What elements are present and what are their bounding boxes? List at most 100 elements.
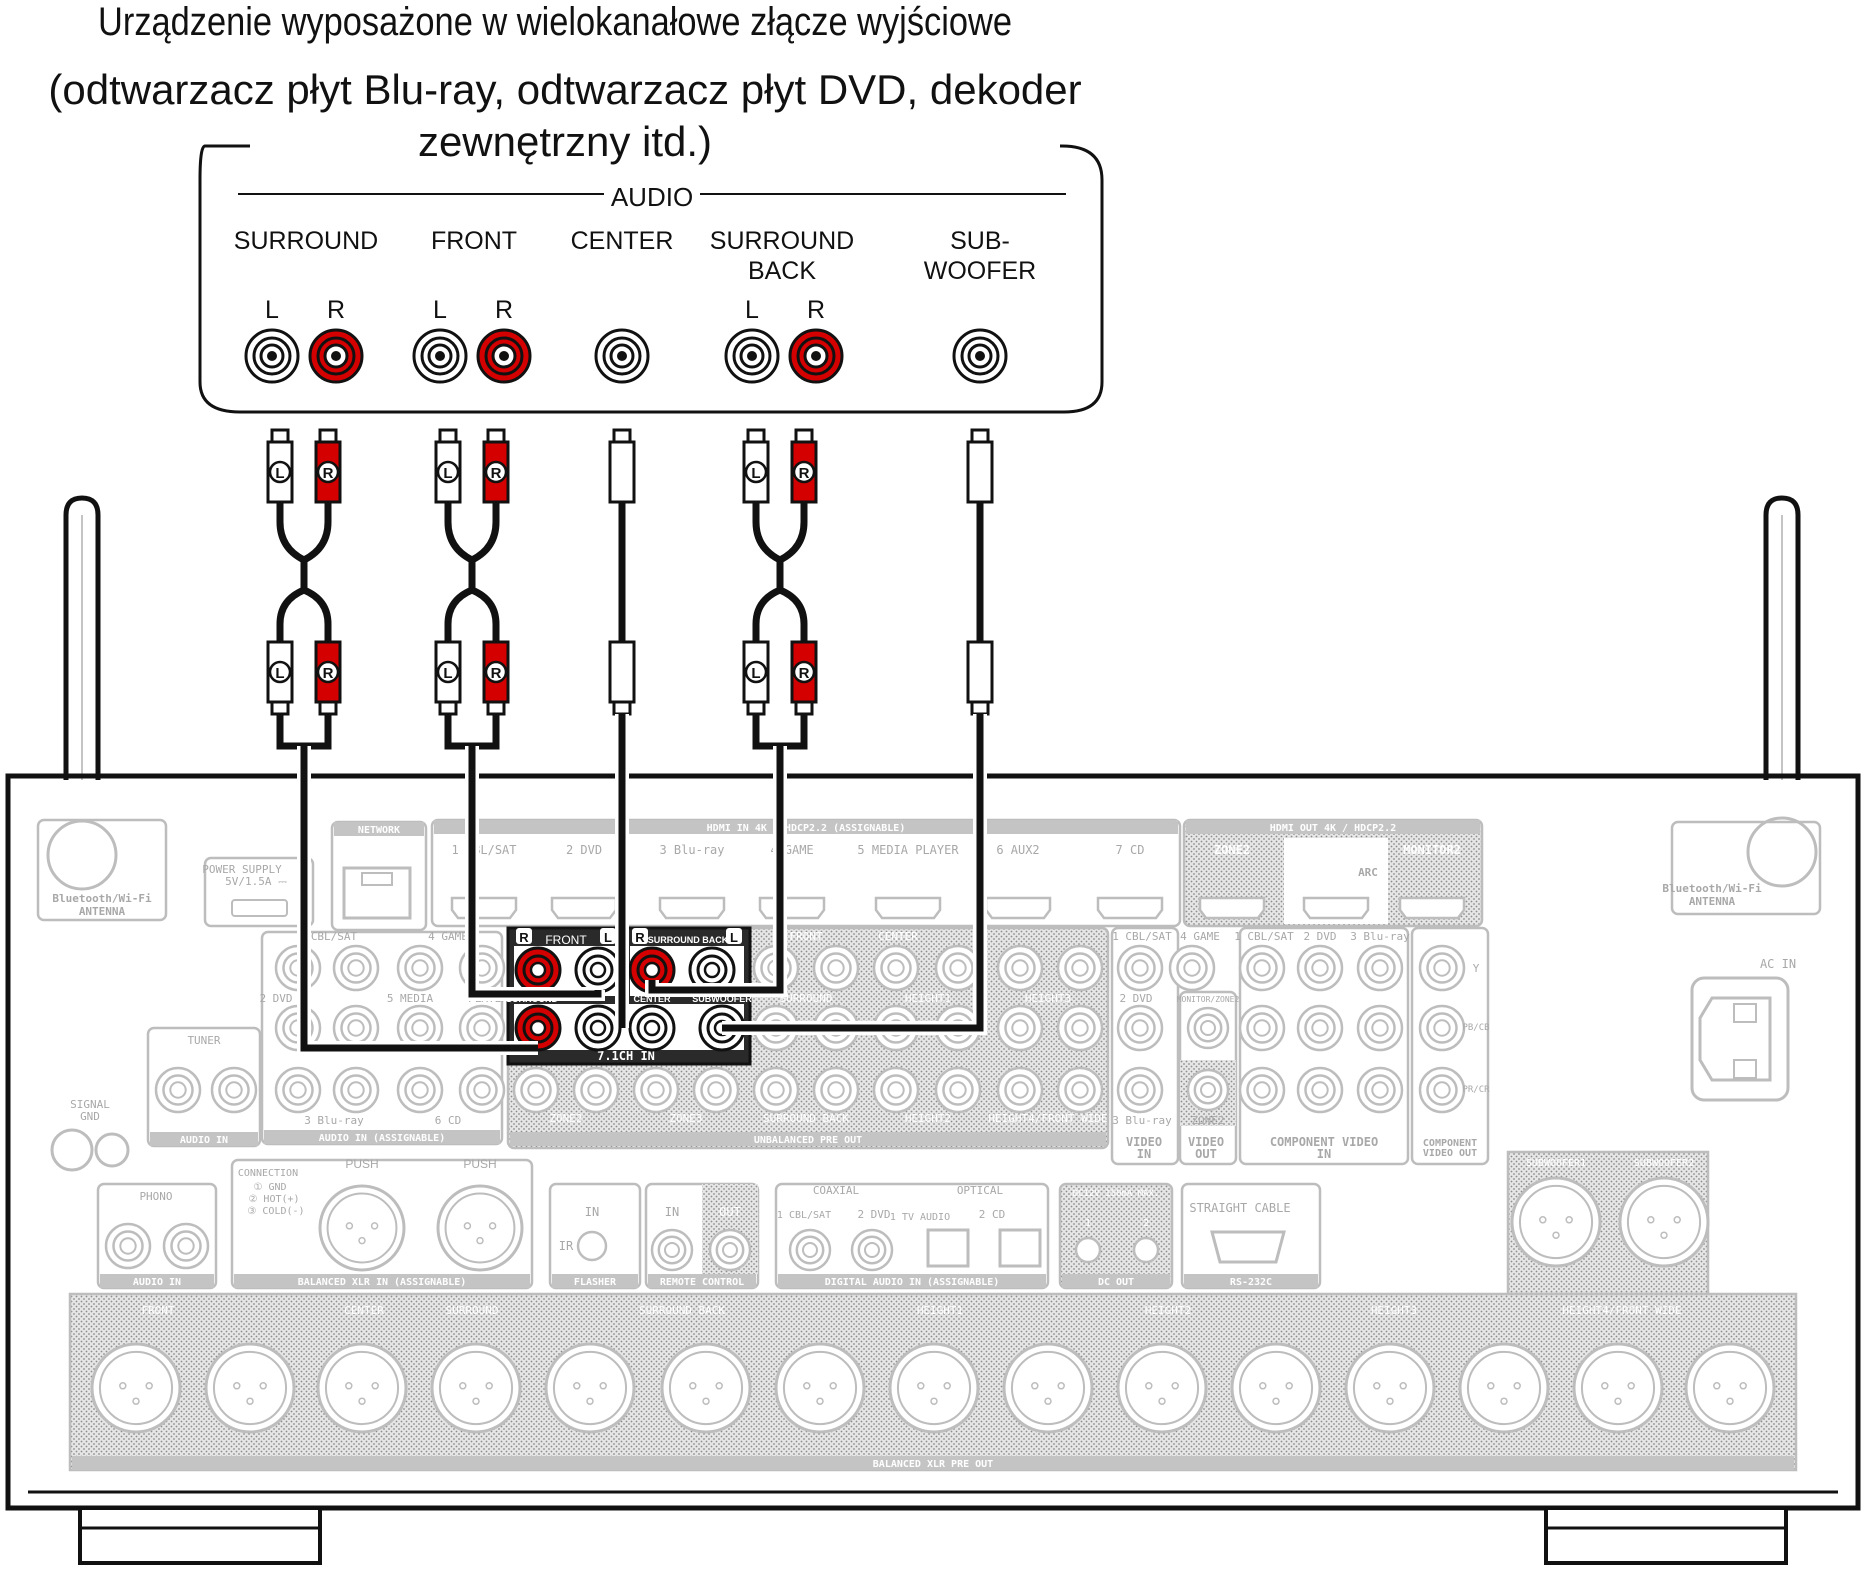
source-box-outline <box>198 144 1104 414</box>
component-label: 1 CBL/SAT <box>1234 930 1294 943</box>
rs232c-cable-label: STRAIGHT CABLE <box>1189 1201 1290 1215</box>
source-jack-letter: R <box>327 296 345 324</box>
jack-inner <box>1200 1082 1216 1098</box>
rca-plug-tip <box>612 428 632 444</box>
audio-in-jack-label: 3 Blu-ray <box>304 1114 364 1127</box>
jack-inner <box>864 1242 880 1258</box>
hdmi-port <box>550 896 618 920</box>
rca-jack-ring <box>960 336 1000 376</box>
multi-center-label: CENTER <box>633 994 671 1004</box>
arc-label: ARC <box>1358 866 1378 879</box>
jack-ring <box>1124 1012 1156 1044</box>
plug-letter: L <box>443 665 452 682</box>
video-label: 1 CBL/SAT <box>1112 930 1172 943</box>
xlr-ring <box>1580 1350 1656 1426</box>
pre-out-jack-label: HEIGHT2 <box>905 1112 951 1125</box>
jack-ring <box>700 1074 732 1106</box>
cable-lead <box>276 714 332 750</box>
remote-control-label: REMOTE CONTROL <box>660 1277 744 1288</box>
jack-ring <box>404 1074 436 1106</box>
jack-ring <box>466 1074 498 1106</box>
xlr-ring <box>212 1350 288 1426</box>
pre-out-jack-label: CENTER <box>878 930 918 943</box>
hdmi-in-port-label: 7 CD <box>1116 843 1145 857</box>
xlr-pin <box>132 1397 140 1405</box>
rca-jack-pin <box>747 351 757 361</box>
hdmi-port <box>1198 896 1266 920</box>
rl-tag <box>726 928 742 944</box>
plug-letter-bg <box>268 660 292 684</box>
plug-letter: L <box>275 465 284 482</box>
rca-plug-tip <box>270 428 290 444</box>
xlr-out-label: HEIGHT1 <box>917 1304 963 1317</box>
digital-audio-in-label-bar <box>778 1274 1046 1288</box>
jack-inner <box>1311 1081 1329 1099</box>
xlr-pin <box>573 1382 581 1390</box>
jack-inner <box>887 959 905 977</box>
jack-ring <box>170 1230 202 1262</box>
xlr-pin <box>485 1382 493 1390</box>
audio-label: AUDIO <box>611 182 693 212</box>
phono-label: PHONO <box>139 1190 172 1203</box>
rca-jack-pin <box>499 351 509 361</box>
source-group-label: FRONT <box>431 227 517 255</box>
rca-plug-body <box>608 440 636 504</box>
hdmi-in-label: HDMI IN 4K / HDCP2.2 (ASSIGNABLE) <box>707 823 906 834</box>
video-in-label: VIDEO <box>1126 1135 1162 1149</box>
xlr-pin <box>599 1382 607 1390</box>
jack-inner <box>473 1081 491 1099</box>
rca-plug-tip <box>438 428 458 444</box>
xlr-connector <box>1116 1342 1208 1434</box>
jack-inner <box>647 1081 665 1099</box>
hdmi-out-label-bar <box>1186 820 1480 834</box>
xlr-out-label: FRONT <box>141 1304 174 1317</box>
jack-inner <box>949 1081 967 1099</box>
xlr-pin <box>1145 1382 1153 1390</box>
plug-letter-bg <box>744 460 768 484</box>
signal-gnd-label-2: GND <box>80 1110 100 1123</box>
component-label: 2 DVD <box>1303 930 1336 943</box>
pre-out-jack-label: HEIGHT1 <box>905 992 951 1005</box>
jack-inner <box>1253 1081 1271 1099</box>
tuner-audio-in-label-bar <box>150 1132 258 1146</box>
multi-jack-inner <box>529 961 547 979</box>
jack-inner <box>1011 1019 1029 1037</box>
jack-inner <box>347 959 365 977</box>
component-y: Y <box>1473 962 1480 975</box>
antenna-base-left <box>36 818 168 922</box>
xlr-connector <box>888 1342 980 1434</box>
xlr-connector <box>1618 1176 1710 1268</box>
jack-inner <box>1371 959 1389 977</box>
balanced-xlr-in-label-bar <box>234 1274 530 1288</box>
plug-letter-bg <box>744 660 768 684</box>
source-jack-letter: L <box>745 296 759 324</box>
dc-jack <box>1132 1236 1160 1264</box>
jack-inner <box>527 1081 545 1099</box>
xlr-pin <box>586 1397 594 1405</box>
hdmi-out-port-label: MONITOR2 <box>1403 843 1461 857</box>
usb-port <box>231 899 288 917</box>
rs232c-box <box>1180 1182 1322 1290</box>
coaxial-label: COAXIAL <box>813 1184 860 1197</box>
xlr-ring <box>782 1350 858 1426</box>
xlr-pin <box>1272 1397 1280 1405</box>
xlr-ring <box>98 1350 174 1426</box>
rca-plug-tip <box>970 428 990 444</box>
xlr-pin <box>345 1222 354 1230</box>
rca-jack-ring <box>252 336 292 376</box>
rca-jack-pin <box>331 351 341 361</box>
xlr-ring <box>1692 1350 1768 1426</box>
component-label: MONITOR <box>1415 932 1458 943</box>
hdmi-in-port-label: 3 Blu-ray <box>659 843 724 857</box>
title-line-1: Urządzenie wyposażone w wielokanałowe zł… <box>98 0 1012 44</box>
xlr-pin <box>233 1382 241 1390</box>
jack-ring <box>1364 952 1396 984</box>
jack-ring <box>1426 1012 1458 1044</box>
jack-ring <box>640 1074 672 1106</box>
xlr-connector <box>430 1342 522 1434</box>
connection-cold: ③ COLD(-) <box>247 1206 304 1217</box>
xlr-connector <box>318 1184 406 1272</box>
plug-letter-bg <box>484 460 508 484</box>
flasher-box <box>548 1182 642 1290</box>
